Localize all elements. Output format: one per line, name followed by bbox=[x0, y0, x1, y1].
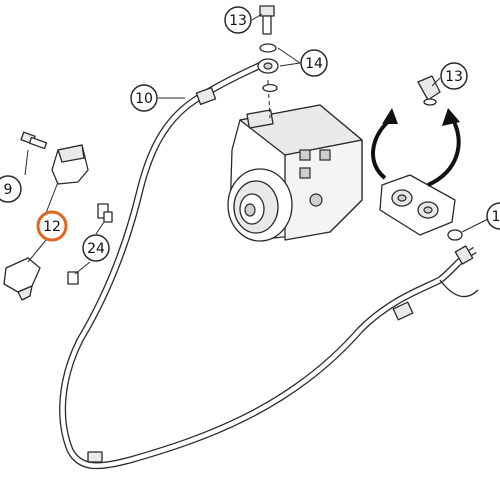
brake-hose bbox=[59, 58, 479, 470]
callout-9[interactable]: 9 bbox=[0, 175, 22, 203]
callout-12-label: 12 bbox=[43, 219, 61, 235]
callout-1x-label: 1 bbox=[492, 209, 500, 225]
speed-sensor-parts bbox=[3, 131, 113, 301]
abs-modulator bbox=[227, 79, 363, 242]
banjo-fittings-right bbox=[379, 75, 463, 241]
callout-24[interactable]: 24 bbox=[82, 234, 110, 262]
callout-24-label: 24 bbox=[87, 241, 105, 257]
callout-14[interactable]: 14 bbox=[300, 49, 328, 77]
callout-13-top-label: 13 bbox=[229, 13, 247, 29]
callout-12[interactable]: 12 bbox=[36, 210, 68, 242]
callout-13-top[interactable]: 13 bbox=[224, 6, 252, 34]
callout-14-label: 14 bbox=[305, 56, 323, 72]
banjo-bolt-top bbox=[257, 5, 279, 93]
callout-1x[interactable]: 1 bbox=[486, 202, 500, 230]
callout-13-right-label: 13 bbox=[445, 69, 463, 85]
rotation-arrows-icon bbox=[371, 108, 461, 187]
callout-10-label: 10 bbox=[135, 91, 153, 107]
callout-9-label: 9 bbox=[4, 182, 13, 198]
callout-10[interactable]: 10 bbox=[130, 84, 158, 112]
callout-13-right[interactable]: 13 bbox=[440, 62, 468, 90]
